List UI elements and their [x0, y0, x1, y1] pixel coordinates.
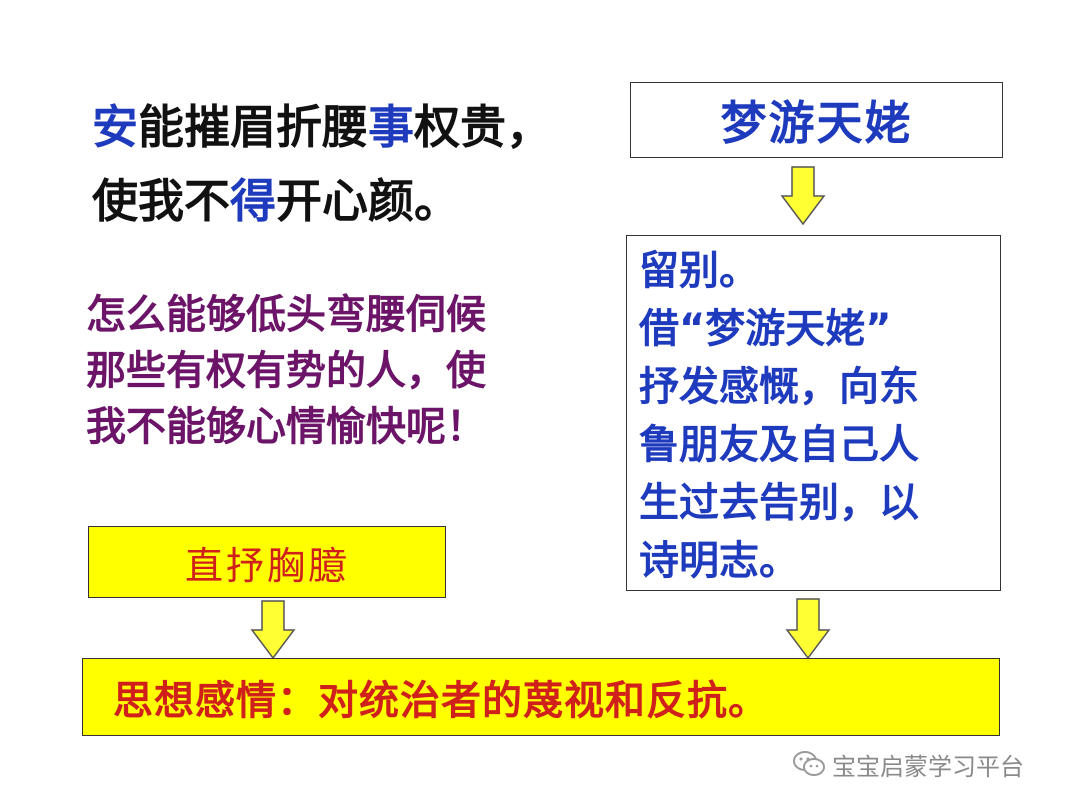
- poem-text: 使我不: [92, 174, 230, 228]
- wechat-icon: [793, 751, 825, 776]
- down-arrow-icon: [780, 166, 826, 226]
- poem-quote: 安能摧眉折腰事权贵， 使我不得开心颜。: [92, 90, 552, 238]
- translation-line: 怎么能够低头弯腰伺候: [86, 292, 486, 338]
- description-box: 留别。 借“梦游天姥” 抒发感慨，向东 鲁朋友及自己人 生过去告别，以 诗明志。: [626, 235, 1001, 591]
- watermark-text: 宝宝启蒙学习平台: [832, 752, 1024, 781]
- title-box: 梦游天姥: [630, 82, 1003, 158]
- description-line: 诗明志。: [639, 538, 799, 584]
- poem-text: 开心颜。: [276, 174, 460, 228]
- direct-expression-text: 直抒胸臆: [184, 543, 349, 588]
- poem-char: 得: [230, 174, 276, 228]
- translation-line: 那些有权有势的人，使: [86, 348, 486, 394]
- poem-text: 权贵，: [414, 100, 552, 154]
- poem-text: 能摧眉折腰: [138, 100, 368, 154]
- conclusion-text: 思想感情：对统治者的蔑视和反抗。: [113, 678, 769, 724]
- watermark: 宝宝启蒙学习平台: [792, 744, 1024, 784]
- poem-char: 安: [92, 100, 138, 154]
- down-arrow-icon: [250, 600, 296, 660]
- poem-line-1: 安能摧眉折腰事权贵，: [92, 90, 552, 164]
- title-text: 梦游天姥: [720, 96, 913, 150]
- description-line: 抒发感慨，向东: [639, 364, 919, 410]
- direct-expression-box: 直抒胸臆: [88, 526, 446, 598]
- down-arrow-icon: [785, 598, 831, 660]
- conclusion-box: 思想感情：对统治者的蔑视和反抗。: [82, 658, 1000, 736]
- description-line: 鲁朋友及自己人: [639, 422, 919, 468]
- translation-line: 我不能够心情愉快呢！: [86, 404, 486, 450]
- description-line: 借“梦游天姥”: [639, 306, 892, 352]
- translation-text: 怎么能够低头弯腰伺候 那些有权有势的人，使 我不能够心情愉快呢！: [86, 287, 586, 455]
- description-line: 生过去告别，以: [639, 480, 919, 526]
- description-line: 留别。: [639, 248, 759, 294]
- poem-char: 事: [368, 100, 414, 154]
- poem-line-2: 使我不得开心颜。: [92, 164, 552, 238]
